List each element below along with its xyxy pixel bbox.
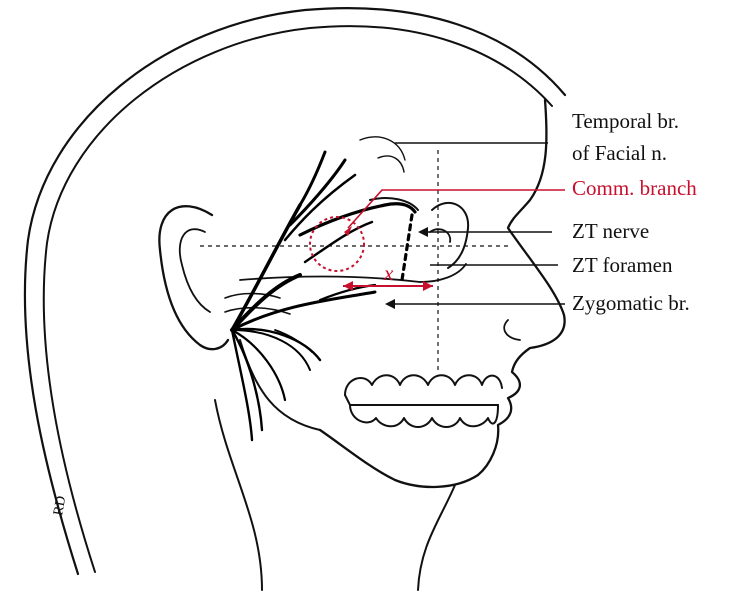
orbit-and-zygoma (240, 137, 468, 282)
face-profile (240, 100, 565, 487)
label-comm-branch: Comm. branch (572, 176, 697, 200)
head-outline (25, 8, 565, 590)
label-distance-x: x (383, 261, 394, 285)
label-temporal-branch-line1: Temporal br. (572, 109, 679, 133)
label-zygomatic-branch: Zygomatic br. (572, 291, 690, 315)
teeth (345, 375, 502, 427)
artist-signature: RD (51, 495, 69, 517)
label-temporal-branch-line2: of Facial n. (572, 141, 667, 165)
leader-lines (344, 143, 565, 309)
label-zt-nerve: ZT nerve (572, 219, 649, 243)
label-zt-foramen: ZT foramen (572, 253, 673, 277)
facial-nerve-branches (232, 152, 415, 440)
